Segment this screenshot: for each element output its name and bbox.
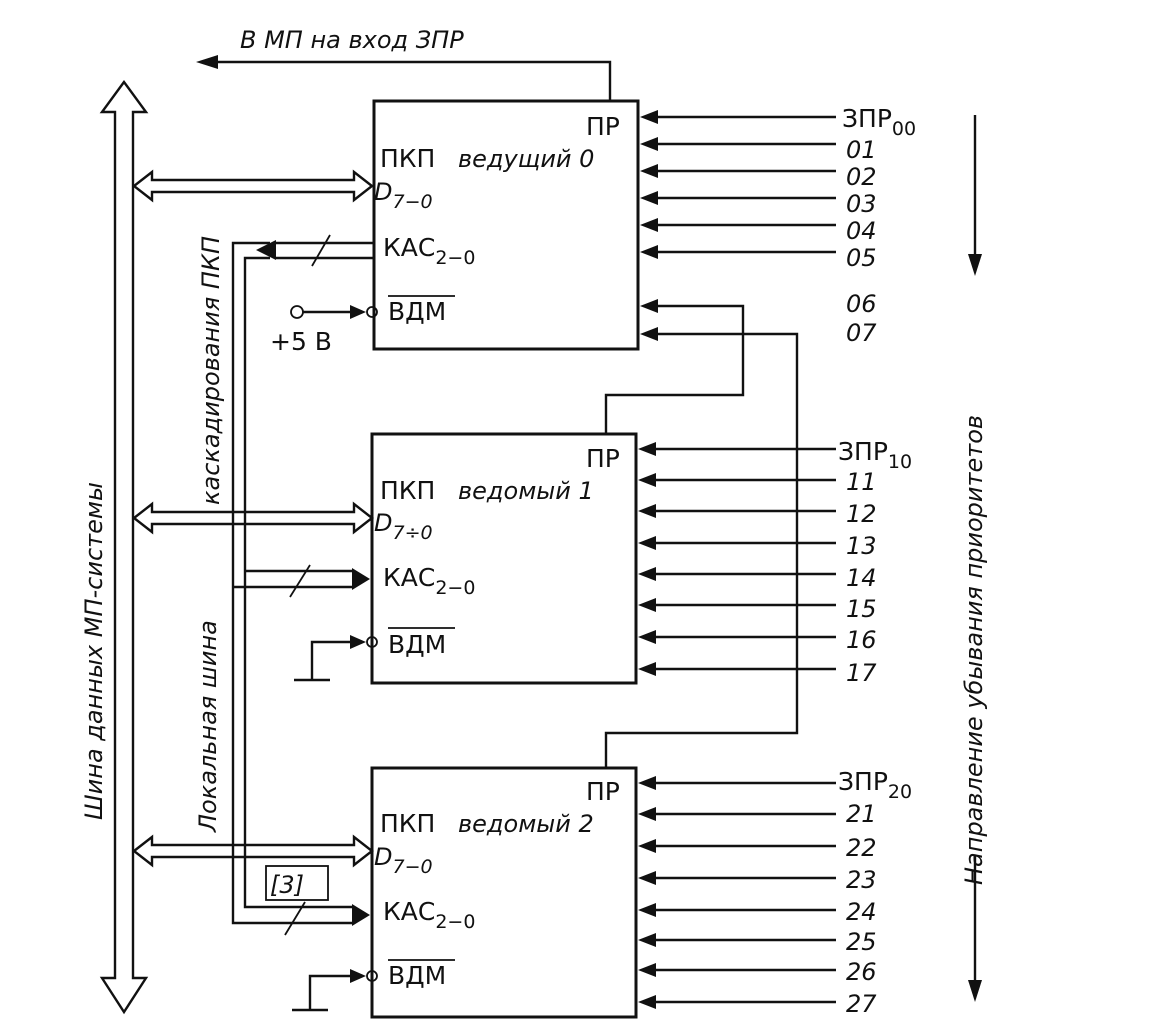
input-label: 05 (846, 244, 877, 272)
input-label: 14 (846, 564, 877, 592)
data-link-1 (132, 501, 374, 535)
input-label: 03 (846, 190, 877, 218)
pin-kac: КАС2−0 (383, 233, 475, 269)
input-label: 17 (846, 659, 877, 687)
cascade-label: каскадирования ПКП (197, 236, 225, 505)
direction-label: Направление убывания приоритетов (960, 415, 988, 885)
kac-link-0 (256, 234, 374, 267)
input-label: 24 (846, 898, 877, 926)
slave2-input-arrows (638, 776, 836, 1009)
block-title-role: ведомый 2 (458, 810, 594, 838)
block-title-prefix: ПКП (380, 476, 435, 505)
pin-pr: ПР (586, 777, 620, 806)
input-label: 06 (846, 290, 877, 318)
input-label-first: ЗПР20 (838, 767, 912, 803)
input-label: 12 (846, 500, 877, 528)
slave1-input-arrows (638, 442, 836, 676)
pin-pr: ПР (586, 112, 620, 141)
input-label: 25 (846, 928, 877, 956)
input-label: 27 (846, 990, 877, 1018)
pin-kac: КАС2−0 (383, 897, 475, 933)
pin-kac: КАС2−0 (383, 563, 475, 599)
kac-link-2 (265, 865, 370, 936)
block-title-prefix: ПКП (380, 809, 435, 838)
top-note: В МП на вход ЗПР (240, 26, 464, 54)
pin-d: D7−0 (374, 843, 433, 878)
data-link-0 (132, 169, 374, 203)
master-input-arrows (604, 110, 836, 768)
pin-vdm: ВДМ (388, 630, 446, 659)
pin-d: D7−0 (374, 178, 433, 213)
pin-vdm: ВДМ (388, 297, 446, 326)
data-bus-label: Шина данных МП-системы (80, 482, 108, 820)
pkp-slave-1: ПР ПКП ведомый 1 D7÷0 КАС2−0 ВДМ (370, 432, 638, 685)
input-label: 04 (846, 217, 877, 245)
block-title-prefix: ПКП (380, 144, 435, 173)
bus-width-label: [3] (270, 871, 304, 899)
input-label: 15 (846, 595, 877, 623)
pkp-master-0: ПР ПКП ведущий 0 D7−0 КАС2−0 ВДМ (372, 99, 640, 351)
master-output-line (196, 55, 612, 101)
data-link-2 (132, 834, 374, 868)
priority-direction-arrow (968, 115, 982, 1002)
input-label-first: ЗПР10 (838, 437, 912, 473)
block-title-role: ведущий 0 (458, 145, 594, 173)
supply-label: +5 В (270, 327, 332, 356)
input-label: 11 (846, 468, 877, 496)
kac-link-1 (289, 564, 370, 598)
local-bus-label: Локальная шина (194, 620, 222, 833)
block-title-role: ведомый 1 (458, 477, 594, 505)
input-label: 16 (846, 626, 877, 654)
input-label: 02 (846, 163, 877, 191)
pin-pr: ПР (586, 444, 620, 473)
input-label: 22 (846, 834, 877, 862)
pkp-slave-2: ПР ПКП ведомый 2 D7−0 КАС2−0 ВДМ (370, 766, 638, 1019)
vdm-ground-1 (294, 635, 378, 682)
pin-d: D7÷0 (374, 509, 433, 544)
input-label: 23 (846, 866, 877, 894)
input-label: 21 (846, 800, 877, 828)
vdm-ground-2 (292, 969, 378, 1012)
pin-vdm: ВДМ (388, 961, 446, 990)
vdm-supply-0 (290, 305, 378, 319)
input-label: 13 (846, 532, 877, 560)
input-label: 01 (846, 136, 877, 164)
data-bus-arrow (99, 79, 149, 1015)
input-label: 07 (846, 319, 877, 347)
input-label-first: ЗПР00 (842, 104, 916, 140)
input-label: 26 (846, 958, 877, 986)
